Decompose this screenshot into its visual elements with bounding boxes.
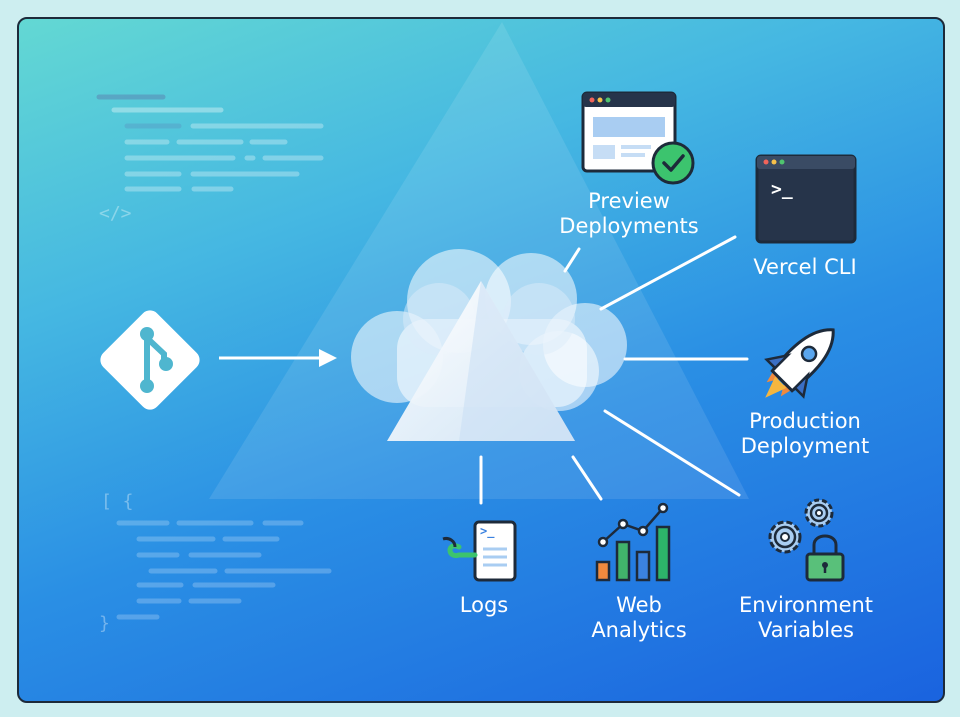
browser-check-icon — [581, 91, 695, 185]
connector-cli — [599, 235, 737, 311]
gears-lock-icon — [768, 498, 845, 582]
label-environment-variables: Environment Variables — [738, 593, 874, 642]
code-bracket-glyph: [ { — [101, 491, 134, 512]
logs-prompt: >_ — [480, 524, 495, 538]
label-web-analytics: Web Analytics — [591, 593, 687, 642]
diagram-canvas — [96, 22, 857, 620]
log-document-icon — [442, 520, 517, 582]
bar-chart-icon — [595, 502, 671, 582]
label-preview-deployments: Preview Deployments — [559, 189, 699, 238]
code-tag-glyph: </> — [99, 203, 132, 224]
label-production-deployment: Production Deployment — [740, 409, 870, 458]
code-lines-top — [96, 94, 324, 192]
vercel-cloud-icon — [351, 249, 627, 441]
code-brace-glyph: } — [99, 613, 110, 634]
terminal-icon — [755, 154, 857, 244]
label-vercel-cli: Vercel CLI — [753, 255, 857, 279]
cli-prompt: >_ — [771, 179, 793, 200]
code-lines-bottom — [116, 520, 332, 620]
connector-env — [603, 409, 741, 497]
diagram-frame: </> [ { } >_ >_ Preview Deployments Verc… — [17, 17, 945, 703]
connector-preview — [563, 247, 581, 273]
connector-analytics — [571, 455, 603, 501]
connectors — [479, 235, 749, 505]
label-logs: Logs — [459, 593, 509, 617]
git-to-cloud-arrow — [219, 349, 337, 367]
git-icon — [100, 310, 200, 410]
rocket-icon — [764, 328, 835, 399]
